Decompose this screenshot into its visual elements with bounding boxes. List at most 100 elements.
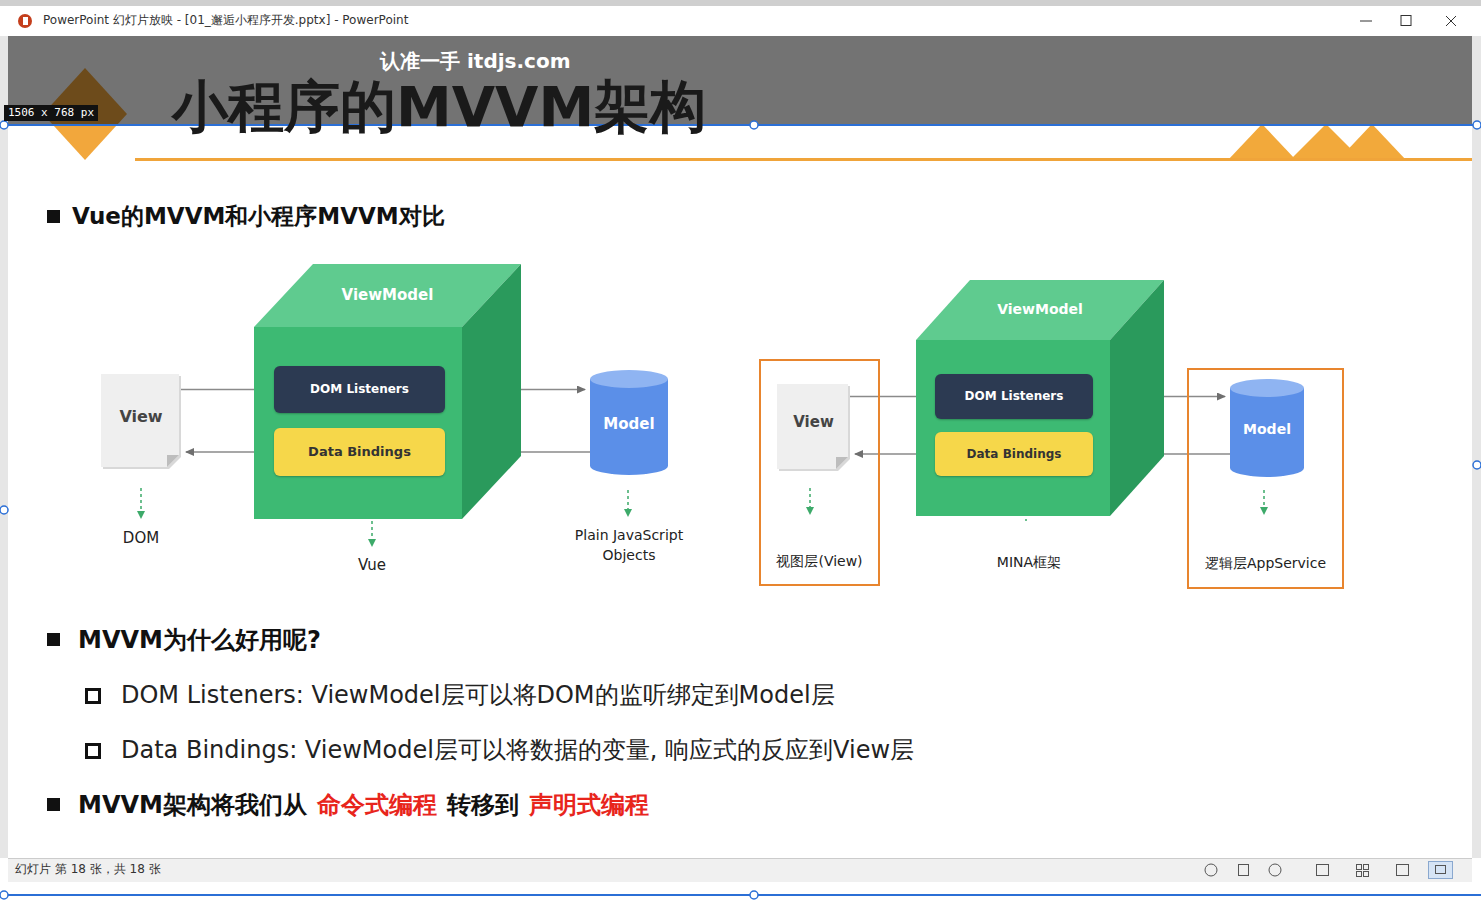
view-document: View bbox=[101, 374, 181, 469]
node-text: Model bbox=[1243, 421, 1291, 439]
selection-handle bbox=[1473, 121, 1481, 129]
status-text: 幻灯片 第 18 张，共 18 张 bbox=[15, 862, 161, 877]
right-edge bbox=[1472, 36, 1481, 858]
data-bindings-box: Data Bindings bbox=[274, 428, 445, 476]
cylinder-body bbox=[590, 379, 668, 475]
selection-handle bbox=[0, 506, 8, 514]
bullet-text: Data Bindings: ViewModel层可以将数据的变量, 响应式的反… bbox=[121, 735, 914, 765]
selection-handle bbox=[750, 891, 758, 899]
label-wrap: Vue的MVVM和小程序MVVM对比 bbox=[72, 202, 445, 231]
dom-listeners-box: DOM Listeners bbox=[274, 366, 445, 413]
label-wrap: DOM Listeners: ViewModel层可以将DOM的监听绑定到Mod… bbox=[121, 680, 835, 710]
document-fold bbox=[836, 457, 848, 469]
node-text: Model bbox=[603, 415, 654, 434]
close-icon bbox=[1446, 16, 1456, 26]
minimize-icon bbox=[1360, 21, 1372, 22]
dom-listeners-box: DOM Listeners bbox=[935, 374, 1093, 419]
label-wrap: Plain JavaScript Objects bbox=[564, 525, 694, 565]
selection-handle bbox=[0, 121, 8, 129]
viewmodel-cube: ViewModelDOM ListenersData Bindings bbox=[916, 280, 1164, 516]
label-wrap: 1506 x 768 px bbox=[4, 105, 98, 121]
sub-bullet bbox=[87, 690, 100, 703]
label-wrap: 幻灯片 第 18 张，共 18 张 bbox=[15, 862, 161, 877]
viewmodel-cube: ViewModelDOM ListenersData Bindings bbox=[254, 264, 521, 519]
app-icon-mark bbox=[23, 17, 28, 25]
view-document: View bbox=[777, 384, 850, 471]
node-text: ViewModel bbox=[342, 286, 434, 305]
label-wrap: Data Bindings: ViewModel层可以将数据的变量, 响应式的反… bbox=[121, 735, 914, 765]
bullet-row: MVVM架构将我们从命令式编程转移到声明式编程 bbox=[78, 790, 649, 820]
label-wrap: 命令式编程 bbox=[317, 790, 437, 820]
document-page bbox=[101, 374, 179, 467]
maximize-icon bbox=[1401, 16, 1411, 26]
left-edge bbox=[0, 36, 8, 858]
close-icon bbox=[1446, 16, 1456, 26]
bullet-heading: MVVM为什么好用呢? bbox=[78, 625, 321, 655]
selection-handle bbox=[750, 121, 758, 129]
bullet-text: DOM Listeners: ViewModel层可以将DOM的监听绑定到Mod… bbox=[121, 680, 835, 710]
cylinder-top bbox=[1230, 379, 1304, 397]
view-layer-frame: 视图层(View) View bbox=[759, 359, 880, 586]
node-text: Data Bindings bbox=[967, 447, 1062, 462]
label-wrap: MINA框架 bbox=[997, 554, 1061, 572]
top-strip bbox=[0, 0, 1481, 6]
section-heading: Vue的MVVM和小程序MVVM对比 bbox=[72, 202, 445, 231]
cube-front bbox=[916, 340, 1110, 516]
label-wrap: 声明式编程 bbox=[529, 790, 649, 820]
logic-layer-frame: 逻辑层AppService Model bbox=[1187, 368, 1344, 589]
data-bindings-box: Data Bindings bbox=[935, 432, 1093, 476]
app-icon bbox=[18, 14, 32, 28]
label-wrap: 认准一手 itdjs.com bbox=[380, 49, 571, 74]
cube-side bbox=[1110, 280, 1164, 516]
objects-caption: Plain JavaScript Objects bbox=[564, 525, 694, 565]
node-text: DOM Listeners bbox=[310, 382, 409, 397]
sub-bullet bbox=[87, 745, 100, 758]
status-icons bbox=[1205, 862, 1453, 879]
bullet-square bbox=[47, 210, 60, 223]
highlight-text: 命令式编程 bbox=[317, 790, 437, 820]
deco-triangle bbox=[1228, 124, 1296, 160]
document-fold bbox=[167, 455, 179, 467]
cylinder-top bbox=[590, 370, 668, 388]
cylinder-body bbox=[1230, 388, 1304, 477]
mina-caption: MINA框架 bbox=[997, 554, 1061, 572]
title-rule bbox=[135, 158, 1472, 161]
dom-caption: DOM bbox=[123, 529, 159, 548]
label-wrap: Vue bbox=[358, 556, 386, 575]
title-bar bbox=[8, 6, 1472, 36]
selection-handle bbox=[1473, 461, 1481, 469]
document-page bbox=[777, 384, 848, 469]
deco-triangle bbox=[1338, 124, 1406, 160]
selection-line bbox=[0, 894, 1481, 896]
window-title: PowerPoint 幻灯片放映 - [01_邂逅小程序开发.pptx] - P… bbox=[43, 13, 408, 28]
node-text: 逻辑层AppService bbox=[1205, 555, 1326, 573]
node-text: 视图层(View) bbox=[776, 553, 862, 571]
label-wrap: MVVM为什么好用呢? bbox=[78, 625, 321, 655]
slide-title: 小程序的MVVM架构 bbox=[172, 72, 706, 142]
bullet-heading: 转移到 bbox=[447, 790, 519, 820]
status-bar-rule bbox=[8, 858, 1472, 859]
node-text: View bbox=[793, 413, 834, 432]
label-wrap: 小程序的MVVM架构 bbox=[172, 72, 706, 142]
selection-handle bbox=[0, 891, 8, 899]
node-text: View bbox=[119, 407, 162, 427]
node-text: DOM Listeners bbox=[965, 389, 1064, 404]
cube-side bbox=[462, 264, 521, 519]
label-wrap: MVVM架构将我们从 bbox=[78, 790, 307, 820]
label-wrap: PowerPoint 幻灯片放映 - [01_邂逅小程序开发.pptx] - P… bbox=[43, 13, 408, 28]
label-wrap: DOM bbox=[123, 529, 159, 548]
bullet-square bbox=[47, 633, 60, 646]
size-badge: 1506 x 768 px bbox=[4, 105, 98, 121]
bullet-square bbox=[47, 798, 60, 811]
label-wrap: 转移到 bbox=[447, 790, 519, 820]
bullet-heading: MVVM架构将我们从 bbox=[78, 790, 307, 820]
node-text: ViewModel bbox=[997, 301, 1083, 319]
status-bar bbox=[8, 858, 1472, 882]
model-cylinder: Model bbox=[1230, 379, 1304, 477]
model-cylinder: Model bbox=[590, 370, 668, 475]
highlight-text: 声明式编程 bbox=[529, 790, 649, 820]
cube-front bbox=[254, 327, 462, 519]
node-text: Data Bindings bbox=[308, 444, 411, 460]
